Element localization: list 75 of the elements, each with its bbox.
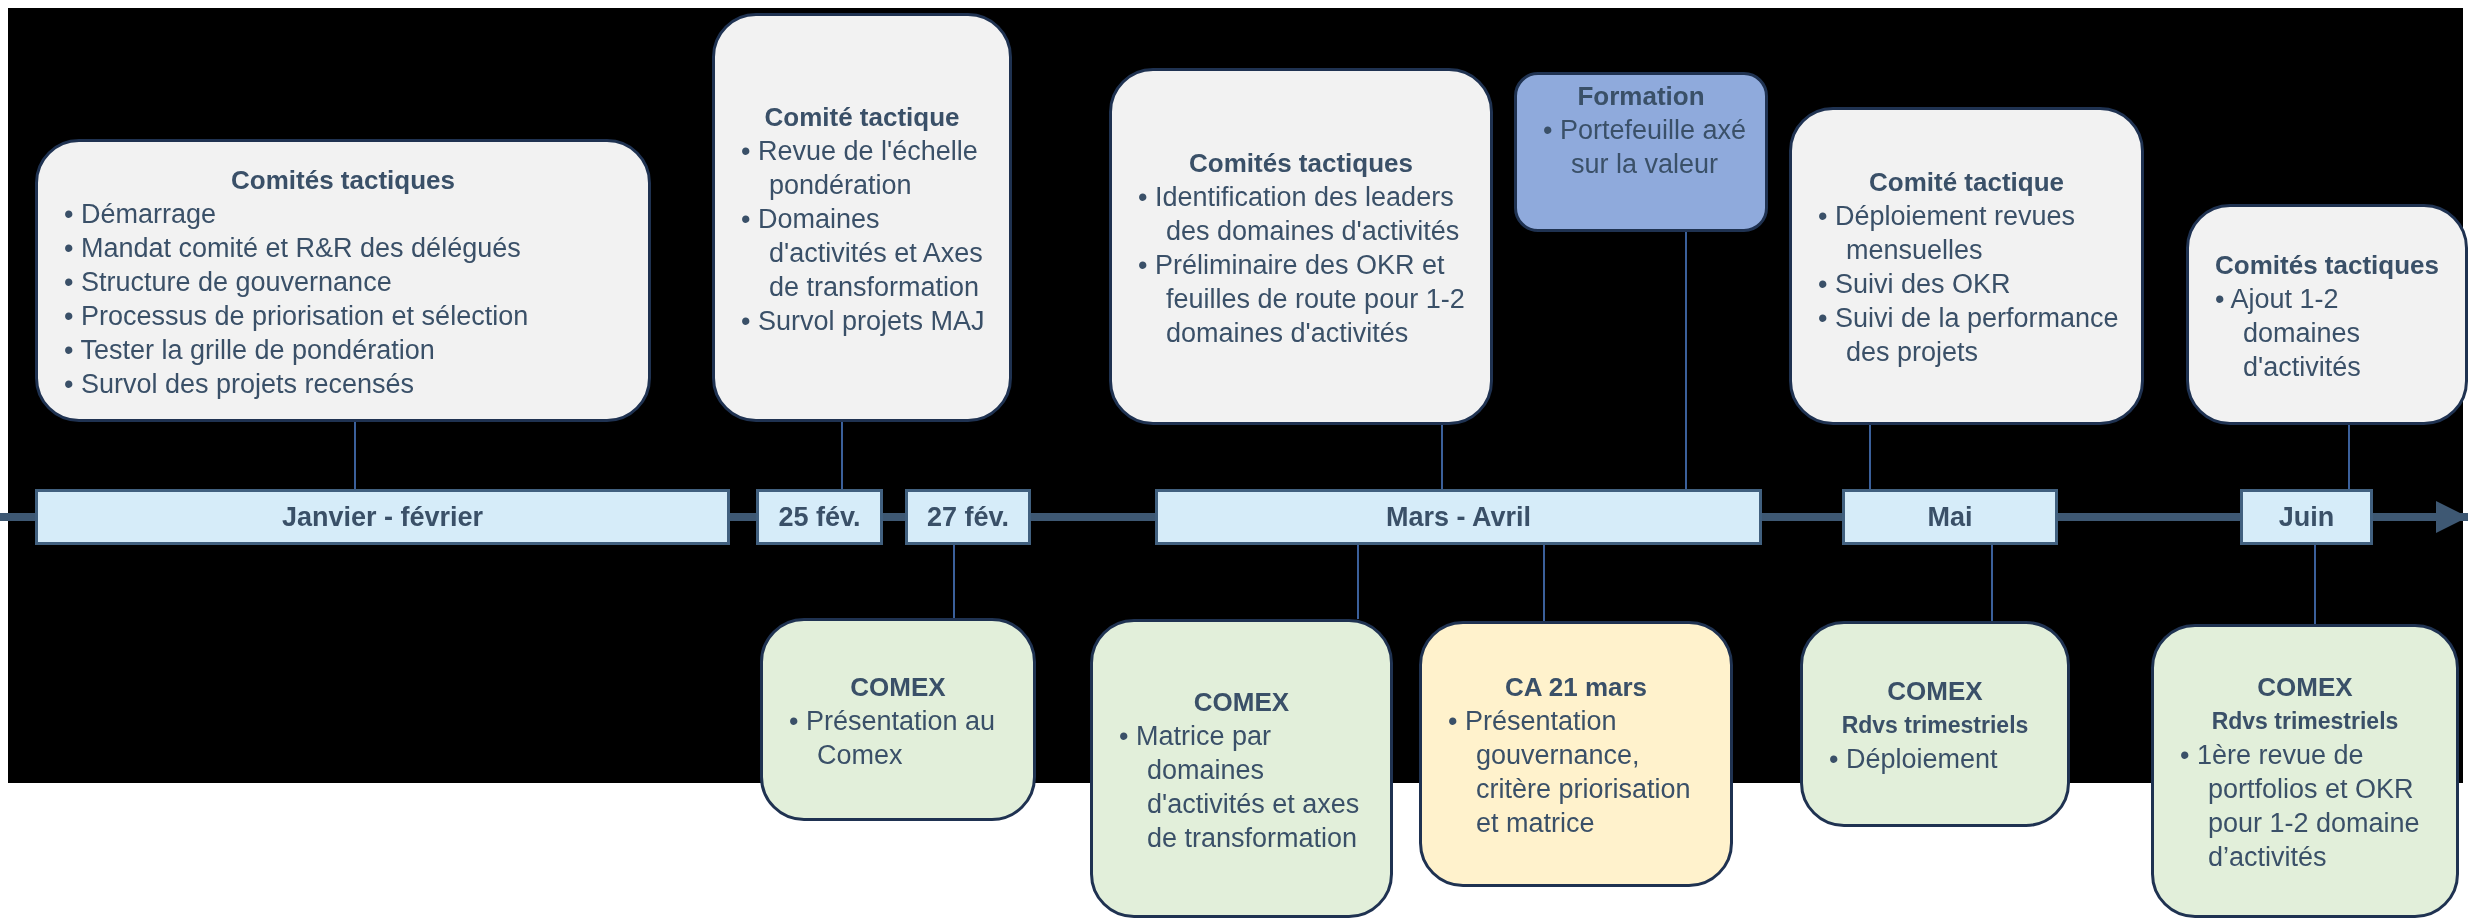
period-bar <box>756 489 883 545</box>
bullet-item: • Suivi des OKR <box>1817 268 2012 301</box>
box-heading: COMEX <box>1192 685 1291 719</box>
bullet-item: • Survol des projets recensés <box>63 367 416 401</box>
bullet-item: • Préliminaire des OKR et feuilles de route pour 1-2 domaines d'activités <box>1137 248 1466 350</box>
period-label: Janvier - février <box>281 501 484 533</box>
leader-line <box>2314 544 2316 625</box>
bullet-item: • Suivi de la performance des projets <box>1817 302 2120 369</box>
leader-line <box>1869 424 1871 490</box>
box-heading: Comité tactique <box>763 100 961 134</box>
leader-line <box>1441 424 1443 490</box>
period-label: 27 fév. <box>926 501 1010 533</box>
period-label: Mai <box>1927 501 1973 533</box>
callout-box <box>2151 624 2459 918</box>
timeline-line <box>0 513 35 521</box>
bullet-item: • Déploiement revues mensuelles <box>1817 200 2077 267</box>
box-subheading: Rdvs trimestriels <box>2210 707 2400 736</box>
box-heading: Formation <box>1576 80 1706 113</box>
box-heading: COMEX <box>849 670 947 704</box>
timeline-line <box>2058 513 2240 521</box>
box-heading: COMEX <box>2256 671 2354 704</box>
period-bar <box>2240 489 2373 545</box>
box-heading: Comités tactiques <box>230 163 456 197</box>
period-label: Mars - Avril <box>1385 501 1531 533</box>
callout-box <box>1090 619 1393 918</box>
bullet-item: • Présentation gouvernance, critère priorisation et matrice <box>1447 705 1692 840</box>
bullet-item: • Matrice par domaines d'activités et axes de transformation <box>1118 719 1361 855</box>
leader-line <box>1991 544 1993 622</box>
leader-line <box>953 544 955 619</box>
bullet-item: • Identification des leaders des domaines d'activités <box>1137 180 1461 248</box>
period-label: Juin <box>2278 501 2335 533</box>
callout-box <box>1514 72 1768 232</box>
callout-box <box>2186 204 2468 425</box>
bullet-item: • Mandat comité et R&R des délégués <box>63 231 522 265</box>
bullet-item: • Ajout 1-2 domaines d'activités <box>2214 282 2362 384</box>
callout-box <box>35 139 651 422</box>
bullet-item: • Revue de l'échelle pondération <box>740 134 979 202</box>
bullet-item: • Structure de gouvernance <box>63 265 393 299</box>
box-heading: Comités tactiques <box>2214 248 2440 282</box>
leader-line <box>1357 544 1359 620</box>
period-bar <box>1155 489 1762 545</box>
period-label: 25 fév. <box>778 501 861 533</box>
leader-line <box>2348 424 2350 490</box>
bullet-item: • Domaines d'activités et Axes de transformation <box>740 202 984 304</box>
timeline-arrow <box>2373 501 2468 533</box>
bullet-item: • Présentation au Comex <box>788 704 997 772</box>
box-heading: Comités tactiques <box>1188 146 1414 180</box>
box-heading: CA 21 mars <box>1503 671 1649 704</box>
callout-box <box>1800 621 2070 827</box>
bullet-item: • Portefeuille axé sur la valeur <box>1542 114 1748 181</box>
callout-box <box>1789 107 2144 425</box>
callout-box <box>1109 68 1493 425</box>
callout-box <box>1419 621 1733 887</box>
period-bar <box>35 489 730 545</box>
timeline-line <box>1762 513 1842 521</box>
leader-line <box>1685 231 1687 490</box>
leader-line <box>841 421 843 490</box>
callout-box <box>712 13 1012 422</box>
timeline-line <box>730 513 756 521</box>
box-heading: COMEX <box>1886 675 1984 708</box>
bullet-item: • Déploiement <box>1828 743 1999 776</box>
timeline-line <box>1031 513 1155 521</box>
box-heading: Comité tactique <box>1868 166 2065 199</box>
timeline-line <box>883 513 905 521</box>
bullet-item: • Tester la grille de pondération <box>63 333 436 367</box>
bullet-item: • Démarrage <box>63 197 217 231</box>
leader-line <box>354 421 356 490</box>
period-bar <box>1842 489 2058 545</box>
bullet-item: • Survol projets MAJ <box>740 304 986 338</box>
period-bar <box>905 489 1031 545</box>
leader-line <box>1543 544 1545 622</box>
box-subheading: Rdvs trimestriels <box>1840 711 2030 740</box>
bullet-item: • Processus de priorisation et sélection <box>63 299 530 333</box>
bullet-item: • 1ère revue de portfolios et OKR pour 1-2 domaine d’activités <box>2179 739 2421 874</box>
callout-box <box>760 618 1036 821</box>
